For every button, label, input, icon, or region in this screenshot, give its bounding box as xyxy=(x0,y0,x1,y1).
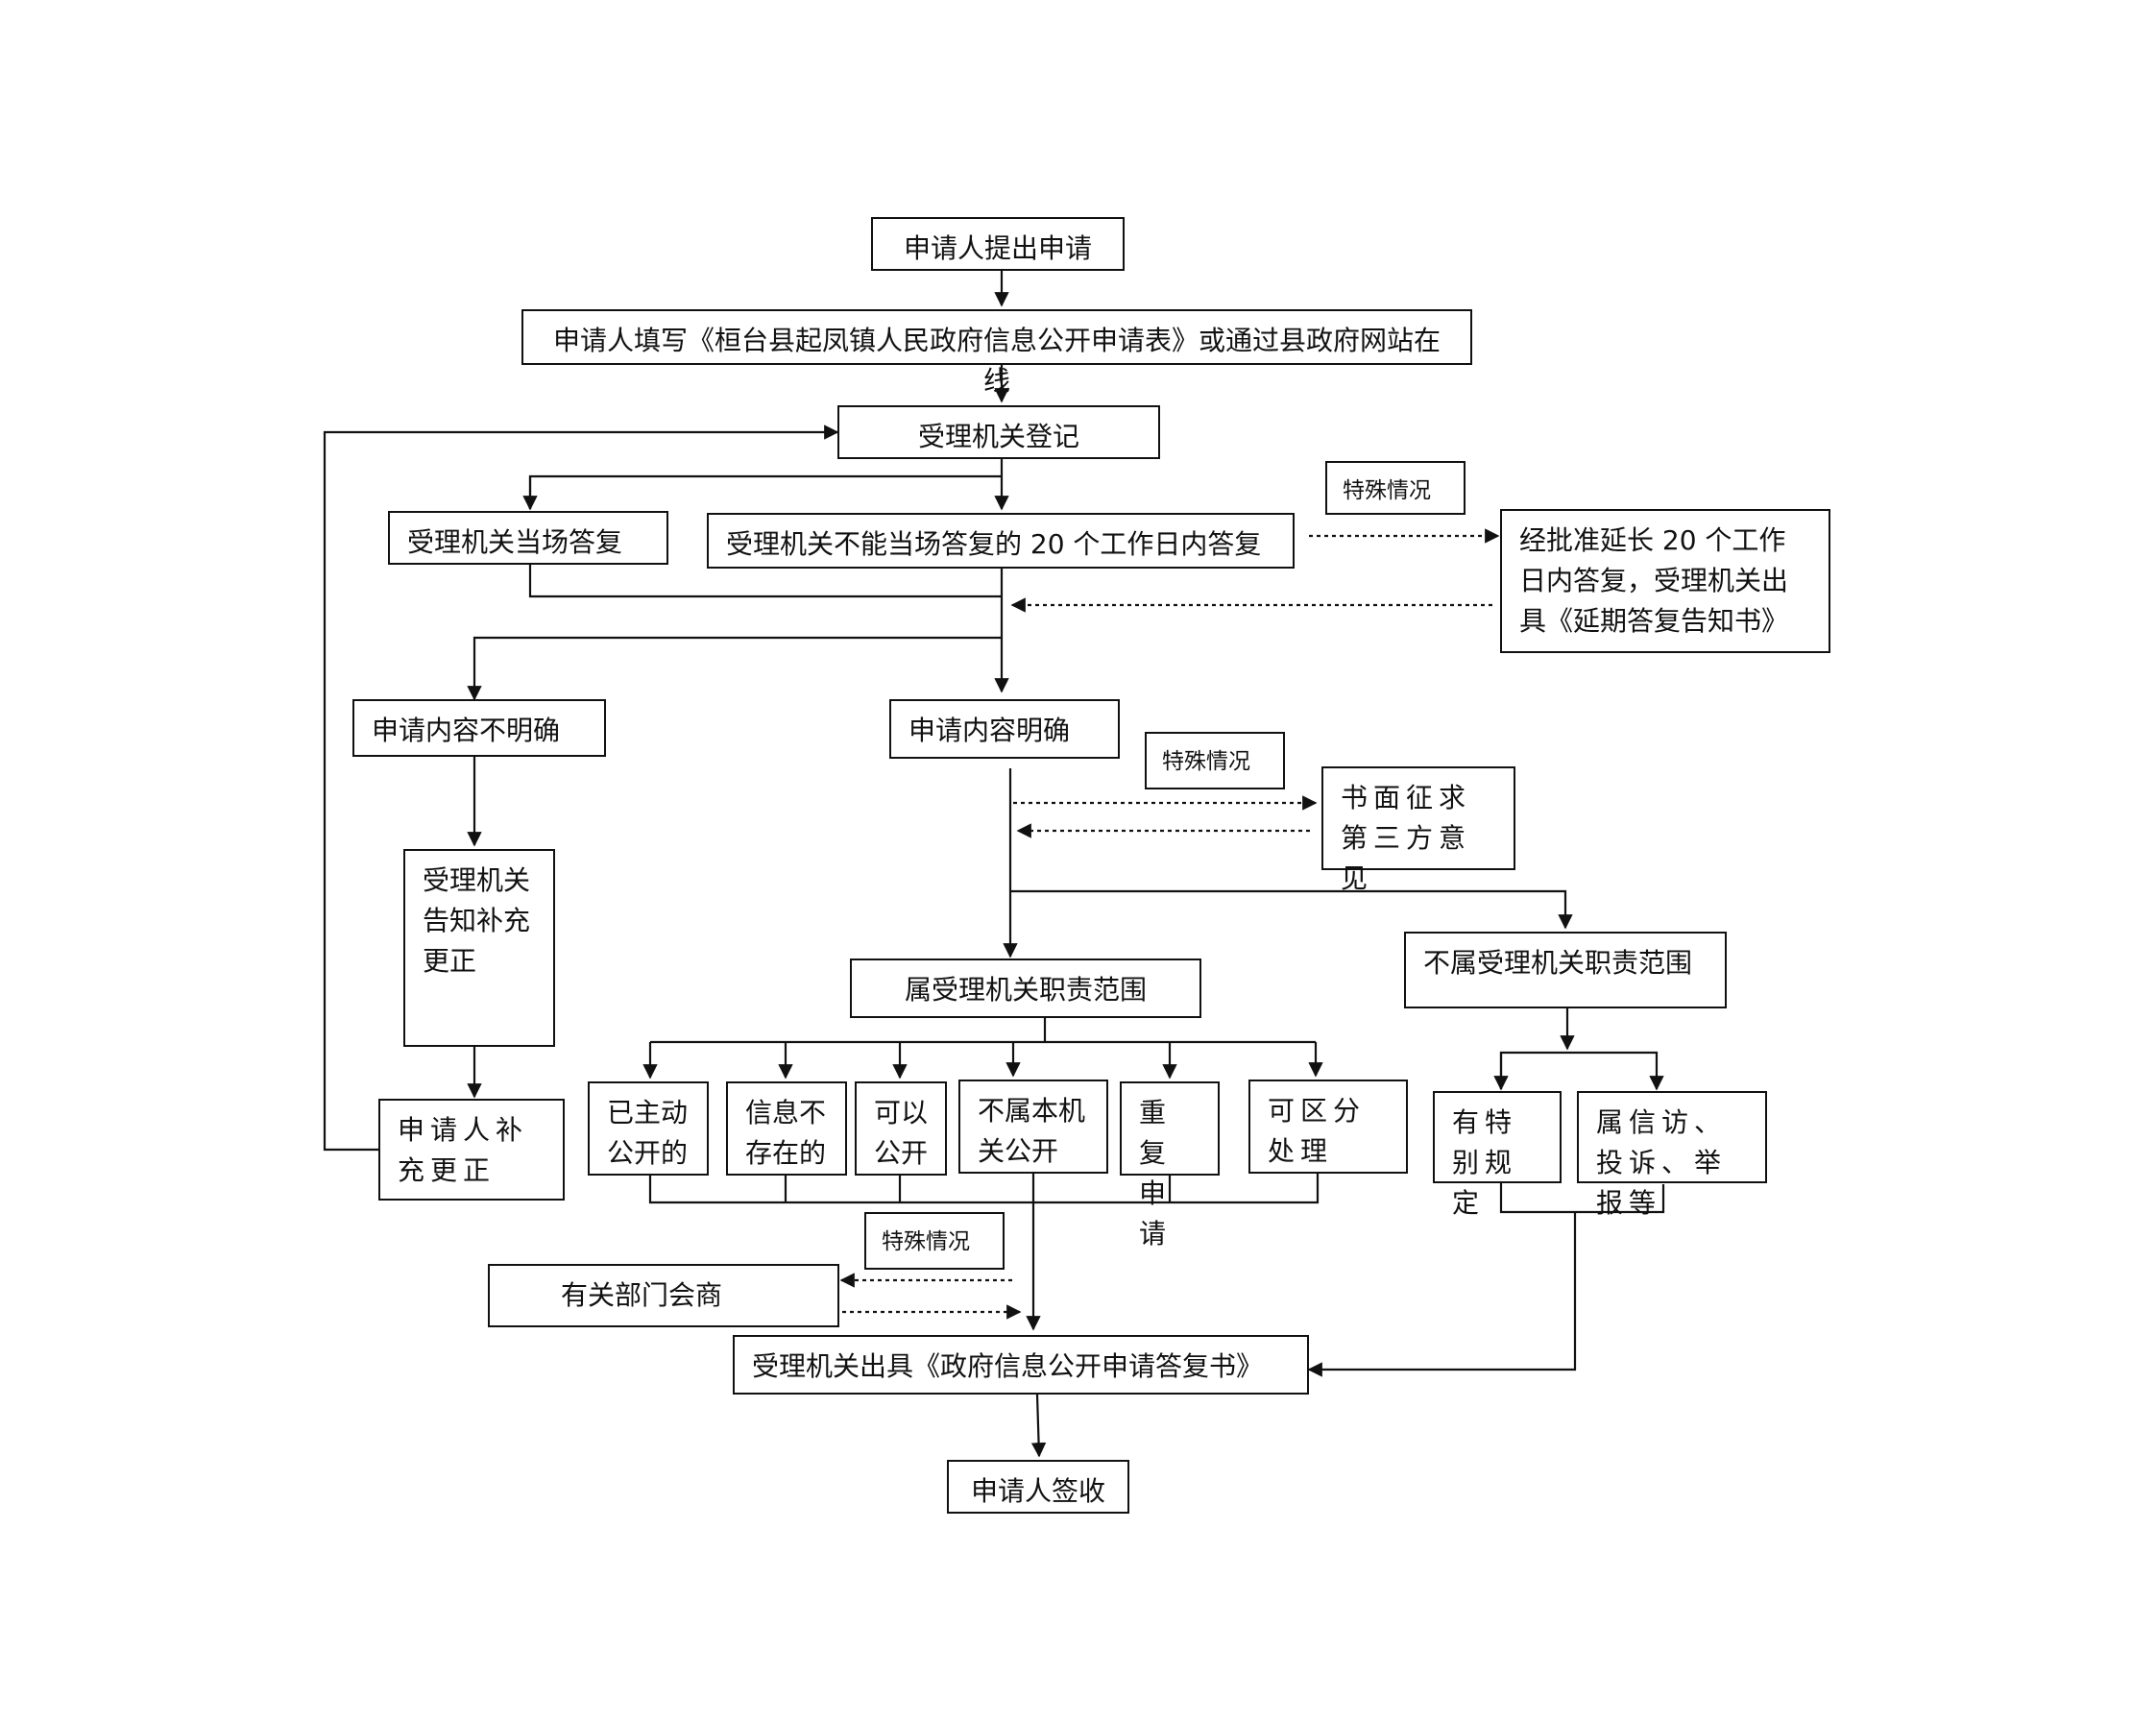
node-repeat-apply: 重复申请 xyxy=(1120,1081,1220,1250)
node-apply: 申请人提出申请 xyxy=(871,217,1125,271)
node-notify-correct: 受理机关告知补充更正 xyxy=(403,849,555,1047)
node-already-public: 已主动公开的 xyxy=(588,1081,709,1176)
node-applicant-correct: 申请人补充更正 xyxy=(378,1099,565,1201)
node-fill-form: 申请人填写《桓台县起凤镇人民政府信息公开申请表》或通过县政府网站在线 xyxy=(521,309,1472,397)
node-not-this-org: 不属本机关公开 xyxy=(958,1080,1108,1174)
node-special-rules: 有特别规定 xyxy=(1433,1091,1562,1219)
node-register: 受理机关登记 xyxy=(837,405,1160,459)
node-special-1: 特殊情况 xyxy=(1325,461,1466,515)
node-third-party: 书面征求第三方意见 xyxy=(1321,766,1515,894)
node-can-public: 可以公开 xyxy=(855,1081,947,1176)
node-content-unclear: 申请内容不明确 xyxy=(352,699,606,757)
node-within-scope: 属受理机关职责范围 xyxy=(850,959,1201,1018)
node-partial-process: 可区分处理 xyxy=(1248,1080,1408,1174)
node-info-not-exist: 信息不存在的 xyxy=(726,1081,847,1176)
node-consult-dept: 有关部门会商 xyxy=(488,1264,839,1327)
node-reply-on-spot: 受理机关当场答复 xyxy=(388,511,668,565)
node-outside-scope: 不属受理机关职责范围 xyxy=(1404,932,1727,1008)
node-extend-20-days: 经批准延长 20 个工作日内答复，受理机关出具《延期答复告知书》 xyxy=(1500,509,1830,653)
node-special-2: 特殊情况 xyxy=(1145,732,1285,789)
node-petition-complaint: 属信访、投诉、举报等 xyxy=(1577,1091,1767,1219)
node-reply-20-days: 受理机关不能当场答复的 20 个工作日内答复 xyxy=(707,513,1295,569)
node-content-clear: 申请内容明确 xyxy=(889,699,1120,759)
node-special-3: 特殊情况 xyxy=(864,1212,1005,1270)
node-issue-reply: 受理机关出具《政府信息公开申请答复书》 xyxy=(733,1335,1309,1395)
node-sign-receipt: 申请人签收 xyxy=(947,1460,1129,1514)
